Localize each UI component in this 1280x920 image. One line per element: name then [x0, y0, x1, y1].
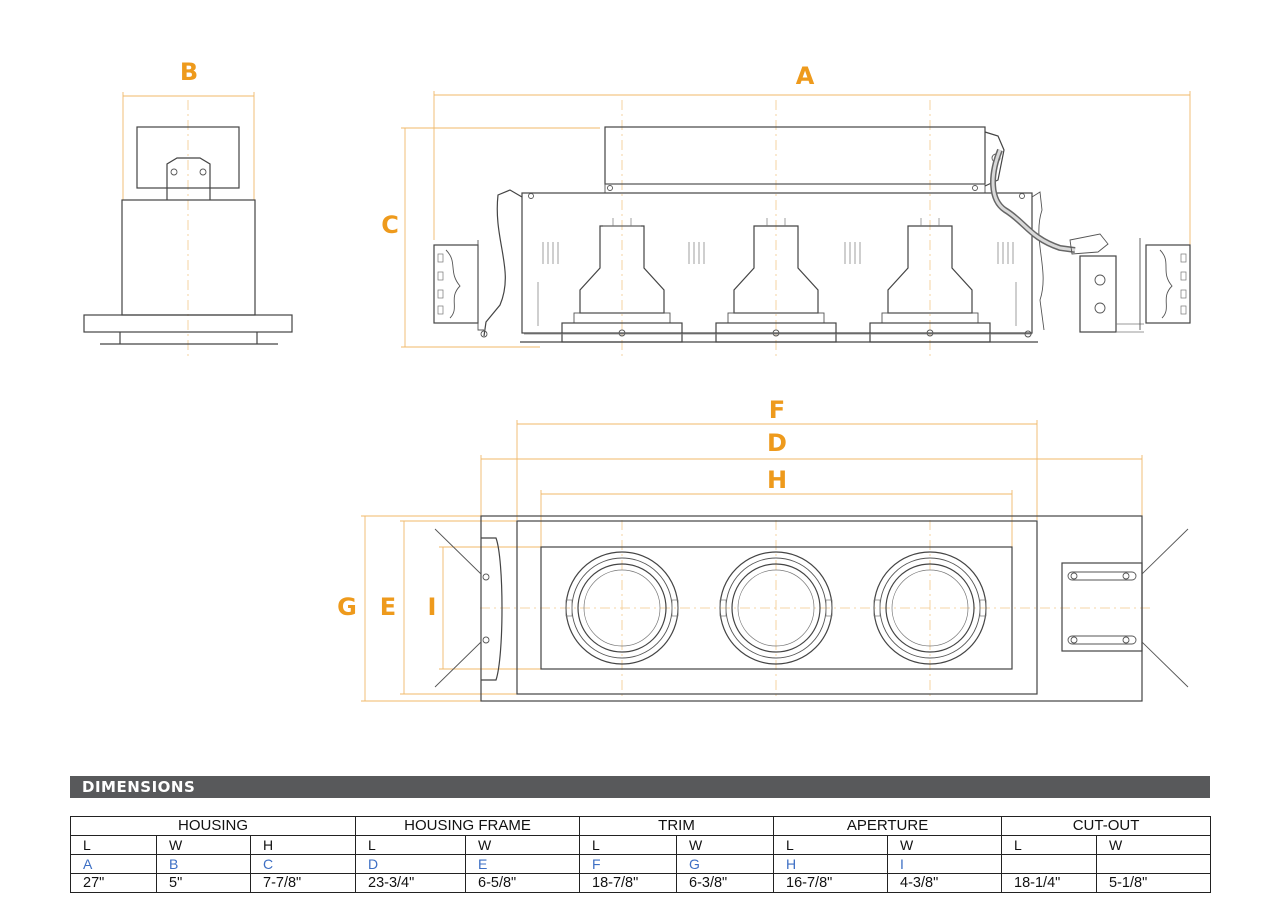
letter-cell — [1096, 854, 1212, 874]
table-letter-row: A B C D E F G H I — [70, 854, 1212, 874]
table-group-row: HOUSING HOUSING FRAME TRIM APERTURE CUT-… — [70, 816, 1212, 836]
left-bracket — [433, 240, 484, 331]
value-cell: 5" — [156, 873, 251, 893]
subheader-cell: H — [250, 835, 356, 855]
subheader-cell: W — [156, 835, 251, 855]
group-housing-frame: HOUSING FRAME — [355, 816, 580, 836]
letter-cell: C — [250, 854, 356, 874]
value-cell: 18-1/4" — [1001, 873, 1098, 893]
subheader-cell: L — [355, 835, 466, 855]
table-value-row: 27" 5" 7-7/8" 23-3/4" 6-5/8" 18-7/8" 6-3… — [70, 873, 1212, 893]
subheader-cell: L — [70, 835, 157, 855]
junction-box — [1069, 233, 1144, 333]
group-cut-out: CUT-OUT — [1001, 816, 1212, 836]
value-cell: 16-7/8" — [773, 873, 889, 893]
value-cell: 5-1/8" — [1096, 873, 1212, 893]
group-aperture: APERTURE — [773, 816, 1003, 836]
letter-cell: I — [887, 854, 1003, 874]
subheader-cell: W — [465, 835, 580, 855]
subheader-cell: L — [773, 835, 889, 855]
value-cell: 7-7/8" — [250, 873, 356, 893]
front-view: A C — [381, 62, 1191, 360]
side-view: B — [83, 58, 293, 360]
letter-cell — [1001, 854, 1098, 874]
letter-cell: E — [465, 854, 580, 874]
subheader-cell: L — [579, 835, 677, 855]
letter-cell: A — [70, 854, 157, 874]
value-cell: 6-3/8" — [675, 873, 775, 893]
value-cell: 6-5/8" — [465, 873, 580, 893]
letter-cell: D — [355, 854, 466, 874]
group-housing: HOUSING — [70, 816, 356, 836]
value-cell: 27" — [70, 873, 157, 893]
aperture-2 — [719, 551, 833, 665]
dim-label-f: F — [769, 396, 785, 424]
dimensions-header: DIMENSIONS — [70, 776, 1210, 798]
aperture-3 — [873, 551, 987, 665]
subheader-cell: L — [1001, 835, 1098, 855]
value-cell: 23-3/4" — [355, 873, 466, 893]
letter-cell: F — [579, 854, 677, 874]
group-trim: TRIM — [578, 816, 775, 836]
subheader-cell: W — [675, 835, 775, 855]
dimensions-table: HOUSING HOUSING FRAME TRIM APERTURE CUT-… — [70, 816, 1212, 893]
value-cell: 4-3/8" — [887, 873, 1003, 893]
table-subheader-row: L W H L W L W L W L W — [70, 835, 1212, 855]
dim-label-g: G — [337, 593, 357, 621]
letter-cell: B — [156, 854, 251, 874]
dim-label-i: I — [428, 593, 437, 621]
letter-cell: G — [675, 854, 775, 874]
dim-label-d: D — [767, 429, 787, 457]
right-bracket — [1139, 238, 1191, 330]
dim-label-c: C — [381, 211, 399, 239]
vent-group — [537, 242, 1017, 326]
dim-label-h: H — [767, 466, 787, 494]
subheader-cell: W — [1096, 835, 1212, 855]
dim-label-b: B — [180, 58, 198, 86]
letter-cell: H — [773, 854, 889, 874]
subheader-cell: W — [887, 835, 1003, 855]
dim-label-a: A — [796, 62, 815, 90]
dim-label-e: E — [380, 593, 396, 621]
value-cell: 18-7/8" — [579, 873, 677, 893]
aperture-1 — [565, 551, 679, 665]
plan-view: F D H G E I — [337, 396, 1189, 702]
technical-drawing: B A C — [83, 58, 1191, 702]
